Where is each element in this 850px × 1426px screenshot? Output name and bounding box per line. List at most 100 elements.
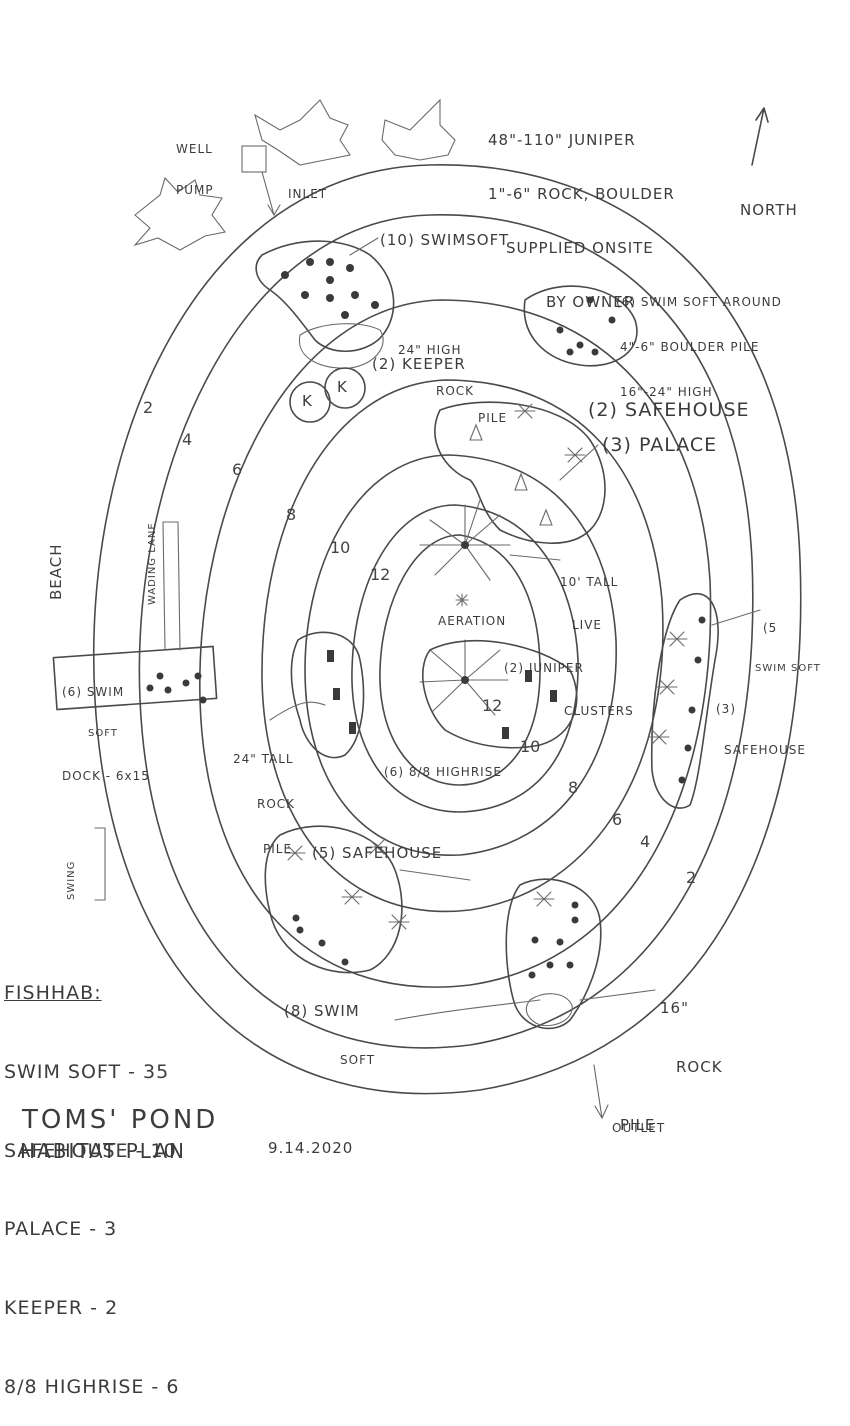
legend-item-swim-soft: SWIM SOFT - 35 xyxy=(4,1061,170,1084)
depth-label-w12: 12 xyxy=(370,565,391,584)
header-note-line-3: SUPPLIED ONSITE xyxy=(506,239,654,257)
wading-lane-label: WADING LANE xyxy=(147,522,158,605)
depth-label-e4: 4 xyxy=(640,832,651,851)
header-note-line-1: 48"-110" JUNIPER xyxy=(488,131,636,149)
aeration-marker xyxy=(455,593,469,607)
leader-palace xyxy=(559,444,599,481)
dock-line-3: DOCK - 6x15 xyxy=(62,768,150,783)
rock-pile-24-west-line-1: 24" TALL xyxy=(233,752,294,766)
swim-soft-cluster-ne xyxy=(523,285,638,367)
juniper-tree-n2 xyxy=(381,98,456,161)
depth-label-e8: 8 xyxy=(568,778,579,797)
inlet-label: INLET xyxy=(288,187,328,201)
rock-pile-16-line-1: 16" xyxy=(660,999,689,1017)
inlet-arrow xyxy=(261,171,281,217)
legend-item-highrise: 8/8 HIGHRISE - 6 xyxy=(4,1375,180,1398)
dock-label: (6) SWIM SOFT DOCK - 6x15 xyxy=(62,656,150,798)
juniper-cluster-center xyxy=(419,639,509,716)
swim-soft-6-ne-line-3: 16"-24" HIGH xyxy=(620,385,713,399)
legend-item-keeper: KEEPER - 2 xyxy=(4,1297,119,1320)
well-pump-label: WELL PUMP xyxy=(176,115,214,212)
north-arrow xyxy=(751,107,769,166)
swim-soft-cluster-nw xyxy=(255,240,395,352)
rock-pile-nw xyxy=(298,323,384,369)
juniper-line-1: 10' TALL xyxy=(560,574,619,589)
safehouse-3-label: (3) SAFEHOUSE xyxy=(716,675,806,772)
swim-soft-6-ne-line-2: 4"-6" BOULDER PILE xyxy=(620,340,760,354)
keeper-label: (2) KEEPER xyxy=(372,355,466,373)
rock-pile-cluster-south xyxy=(505,878,602,1030)
contour-2ft xyxy=(138,214,754,1049)
swim-soft-5-label: (5 SWIM SOFT xyxy=(755,594,821,688)
leader-swimsoft-10 xyxy=(349,237,379,256)
swing-label: SWING xyxy=(66,860,77,900)
highrise-cluster xyxy=(422,639,578,749)
juniper-cluster-north xyxy=(419,499,511,581)
safehouse-star-south xyxy=(533,891,555,907)
swim-soft-6-ne-line-1: (6) SWIM SOFT AROUND xyxy=(616,295,782,309)
dock-outline xyxy=(52,645,218,711)
highrise-markers-west xyxy=(327,650,356,734)
safehouse-2-label: (2) SAFEHOUSE xyxy=(588,399,750,421)
safehouse-star-east-3 xyxy=(648,729,670,745)
swim-soft-dots-sw xyxy=(292,914,349,966)
safehouse-star-sw-2 xyxy=(366,839,388,855)
depth-label-w10: 10 xyxy=(330,538,351,557)
well-pump-label-line-2: PUMP xyxy=(176,182,214,197)
legend: FISHHAB: SWIM SOFT - 35 SAFEHOUSE - 10 P… xyxy=(4,928,179,1426)
contour-12ft xyxy=(379,534,541,786)
compass-label: NORTH xyxy=(740,201,798,219)
juniper-tree-n1 xyxy=(254,99,351,166)
safehouse-palace-cluster xyxy=(434,401,606,544)
juniper-tree-nw xyxy=(133,176,226,251)
pond-sketch xyxy=(52,98,802,1120)
swim-soft-8-line-2: SOFT xyxy=(340,1053,376,1068)
beach-label: BEACH xyxy=(47,543,65,600)
swim-soft-dots-east xyxy=(678,616,706,784)
swim-soft-5-line-2: SWIM SOFT xyxy=(755,662,821,674)
rock-pile-16-line-2: ROCK xyxy=(676,1057,723,1076)
safehouse-3-line-1: (3) xyxy=(716,701,736,716)
safehouse-5-label: (5) SAFEHOUSE xyxy=(312,844,443,862)
leader-swimsoft-8 xyxy=(394,999,541,1021)
keeper-mark-2: K xyxy=(337,378,348,396)
swim-soft-6-ne-label: (6) SWIM SOFT AROUND 4"-6" BOULDER PILE … xyxy=(616,265,782,415)
safehouse-star-sw-1 xyxy=(284,845,306,861)
juniper-line-3: (2) JUNIPER xyxy=(504,661,584,676)
keeper-mark-1: K xyxy=(302,392,313,410)
well-pump-label-line-1: WELL xyxy=(176,141,213,156)
palace-3-label: (3) PALACE xyxy=(602,434,718,456)
safehouse-star-1 xyxy=(514,403,536,419)
rock-pile-south xyxy=(525,993,573,1027)
highrise-markers xyxy=(502,670,557,739)
safehouse-star-sw-4 xyxy=(388,914,410,930)
highrise-6-label: (6) 8/8 HIGHRISE xyxy=(384,765,502,779)
depth-label-e2: 2 xyxy=(686,868,697,887)
swim-soft-8-line-1: (8) SWIM xyxy=(284,1001,360,1020)
safehouse-star-east-2 xyxy=(656,679,678,695)
juniper-line-4: CLUSTERS xyxy=(564,704,634,719)
rock-pile-24-top-line-3: PILE xyxy=(478,411,508,426)
outlet-label: OUTLET xyxy=(612,1121,666,1135)
juniper-line-2: LIVE xyxy=(572,617,603,632)
leader-juniper xyxy=(509,554,561,561)
swim-soft-5-line-1: (5 xyxy=(763,620,778,635)
contour-6ft xyxy=(261,379,664,913)
header-note-line-2: 1"-6" ROCK, BOULDER xyxy=(488,185,675,203)
depth-label-w2: 2 xyxy=(143,398,154,417)
rock-pile-16-line-3: PILE xyxy=(620,1116,656,1134)
legend-heading: FISHHAB: xyxy=(4,982,102,1005)
depth-label-c10: 10 xyxy=(520,737,541,756)
rock-pile-24-top-line-2: ROCK xyxy=(436,383,475,398)
highrise-cluster-west xyxy=(290,631,365,759)
dock-line-1: (6) SWIM xyxy=(62,684,125,699)
keeper-marker-2 xyxy=(324,367,366,409)
safehouse-star-east-1 xyxy=(666,631,688,647)
swing-bracket xyxy=(94,827,106,901)
pond-outer-edge xyxy=(93,164,802,1095)
safehouse-cluster-east xyxy=(650,593,719,809)
depth-label-e6: 6 xyxy=(612,810,623,829)
leader-rockpile-16 xyxy=(579,989,656,1001)
safehouse-star-sw-3 xyxy=(341,889,363,905)
rock-pile-24-top-label: 24" HIGH ROCK PILE xyxy=(398,316,507,440)
